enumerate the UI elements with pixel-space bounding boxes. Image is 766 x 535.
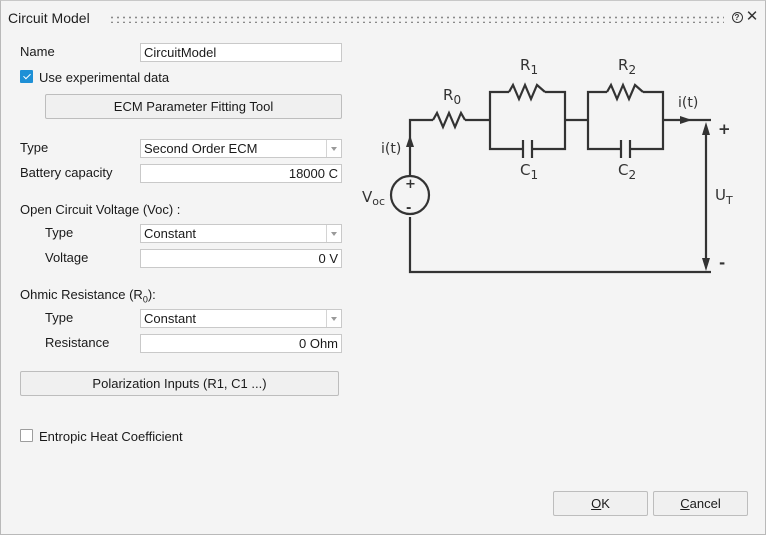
resistor-r2 xyxy=(606,82,644,102)
name-label: Name xyxy=(20,44,55,59)
ocv-type-select-value: Constant xyxy=(144,226,197,241)
close-icon[interactable]: ✕ xyxy=(745,8,759,25)
entropic-heat-label[interactable]: Entropic Heat Coefficient xyxy=(39,429,183,444)
label-voc: Voc xyxy=(362,188,385,208)
arrow-right-current xyxy=(680,116,692,124)
capacitor-c1 xyxy=(521,140,534,158)
chevron-down-icon[interactable] xyxy=(326,140,341,157)
source-plus: + xyxy=(405,177,416,192)
resistor-r1 xyxy=(508,82,546,102)
cancel-button[interactable]: Cancel xyxy=(653,491,748,516)
label-plus: + xyxy=(718,120,731,138)
ocv-voltage-input[interactable]: 0 V xyxy=(140,249,342,268)
label-ut: UT xyxy=(715,186,733,207)
ocv-section-label: Open Circuit Voltage (Voc) : xyxy=(20,202,181,217)
ocv-type-label: Type xyxy=(45,225,74,240)
name-input[interactable]: CircuitModel xyxy=(140,43,342,62)
arrow-ut-top xyxy=(702,122,710,135)
ohmic-resistance-input[interactable]: 0 Ohm xyxy=(140,334,342,353)
drag-grip[interactable] xyxy=(109,15,724,23)
polarization-inputs-button[interactable]: Polarization Inputs (R1, C1 ...) xyxy=(20,371,339,396)
wire-left xyxy=(408,118,433,175)
ecm-parameter-fitting-button[interactable]: ECM Parameter Fitting Tool xyxy=(45,94,342,119)
ohmic-type-select-value: Constant xyxy=(144,311,197,326)
ok-button[interactable]: OK xyxy=(553,491,648,516)
circuit-diagram: R0 R1 R2 C1 C2 Voc UT i(t) i(t) + - + - xyxy=(362,56,733,274)
capacitor-c2 xyxy=(619,140,632,158)
label-current-right: i(t) xyxy=(678,95,698,111)
use-experimental-checkbox[interactable] xyxy=(20,70,33,83)
type-select[interactable]: Second Order ECM xyxy=(140,139,342,158)
label-r0: R0 xyxy=(443,86,461,107)
chevron-down-icon[interactable] xyxy=(326,225,341,242)
type-label: Type xyxy=(20,140,49,155)
label-r2: R2 xyxy=(618,56,636,77)
battery-capacity-input[interactable]: 18000 C xyxy=(140,164,342,183)
arrow-ut-bottom xyxy=(702,258,710,271)
label-c1: C1 xyxy=(520,161,538,182)
label-minus: - xyxy=(719,254,725,272)
label-r1: R1 xyxy=(520,56,538,77)
label-current-left: i(t) xyxy=(381,141,401,157)
use-experimental-label[interactable]: Use experimental data xyxy=(39,70,170,85)
resistor-r0 xyxy=(432,110,466,130)
label-c2: C2 xyxy=(618,161,636,182)
title-bar[interactable]: Circuit Model ? ✕ xyxy=(1,1,766,35)
arrow-left-current xyxy=(406,135,414,147)
battery-capacity-label: Battery capacity xyxy=(20,165,113,180)
wire-bottom xyxy=(408,217,711,274)
ohmic-type-select[interactable]: Constant xyxy=(140,309,342,328)
dialog-title: Circuit Model xyxy=(8,10,90,26)
voltage-source xyxy=(389,174,431,216)
entropic-heat-checkbox[interactable] xyxy=(20,429,33,442)
source-minus: - xyxy=(406,201,411,216)
ohmic-resistance-label: Resistance xyxy=(45,335,110,350)
ohmic-type-label: Type xyxy=(45,310,74,325)
ocv-type-select[interactable]: Constant xyxy=(140,224,342,243)
rc2-frame xyxy=(586,90,665,151)
type-select-value: Second Order ECM xyxy=(144,141,258,156)
ohmic-section-label: Ohmic Resistance (R0): xyxy=(20,287,156,305)
ocv-voltage-label: Voltage xyxy=(45,250,89,265)
rc1-frame xyxy=(488,90,567,151)
chevron-down-icon[interactable] xyxy=(326,310,341,327)
help-icon[interactable]: ? xyxy=(730,10,744,24)
